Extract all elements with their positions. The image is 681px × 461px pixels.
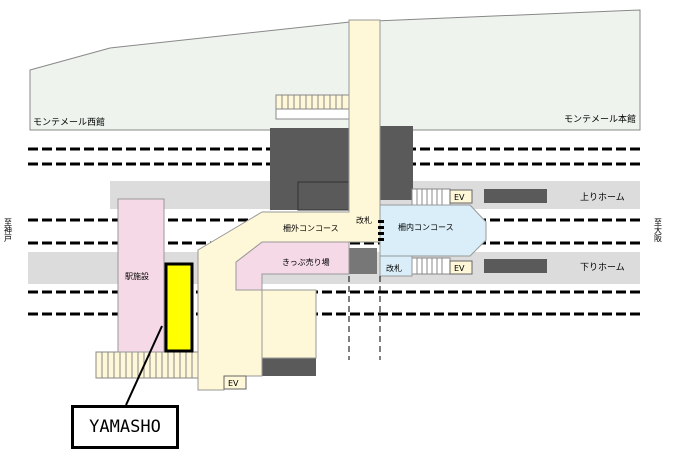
station-structure-inner-box (297, 181, 351, 211)
underpass-lines (348, 276, 381, 360)
direction-right-label: 至大阪 (654, 218, 663, 243)
ev-box-down (449, 260, 473, 275)
dark-strip-gate (349, 248, 377, 274)
outer-concourse-label: 柵外コンコース (283, 223, 339, 233)
yamasho-callout: YAMASHO (71, 405, 179, 449)
ticket-area-label: きっぷ売り場 (282, 257, 330, 267)
ticket-gate (378, 220, 384, 241)
stairs-up-platform (411, 188, 451, 206)
ev-box-bottom (223, 375, 247, 390)
station-facility-label: 駅施設 (125, 271, 149, 281)
track-1 (28, 147, 640, 166)
west-building-label: モンテメール西館 (33, 116, 105, 128)
ev-box-up (449, 189, 473, 204)
yamasho-callout-label: YAMASHO (89, 417, 161, 437)
stairs-down-platform (411, 257, 451, 275)
direction-left-label: 至神戸 (4, 218, 13, 243)
main-building-label: モンテメール本館 (564, 113, 636, 125)
bottom-corridor (261, 289, 317, 359)
ev-label-bottom: EV (228, 379, 239, 388)
callout-leader (125, 325, 163, 406)
monte-mer-building (29, 9, 641, 131)
yamasho-shop[interactable] (164, 262, 194, 353)
up-platform-label: 上りホーム (580, 192, 625, 203)
outer-concourse (197, 19, 381, 391)
inner-concourse-lower (379, 255, 413, 277)
lower-dark-bar (484, 259, 547, 273)
station-facility-area (117, 198, 165, 353)
ev-label-down: EV (454, 264, 465, 273)
ev-label-up: EV (454, 193, 465, 202)
down-platform-label: 下りホーム (580, 262, 625, 273)
upper-dark-bar (484, 189, 547, 203)
inner-concourse-label: 柵内コンコース (398, 222, 454, 232)
gate-label-upper: 改札 (356, 215, 372, 225)
stairs-top (275, 94, 351, 120)
station-structure-dark-right (380, 126, 413, 200)
gate-label-lower: 改札 (386, 263, 402, 273)
